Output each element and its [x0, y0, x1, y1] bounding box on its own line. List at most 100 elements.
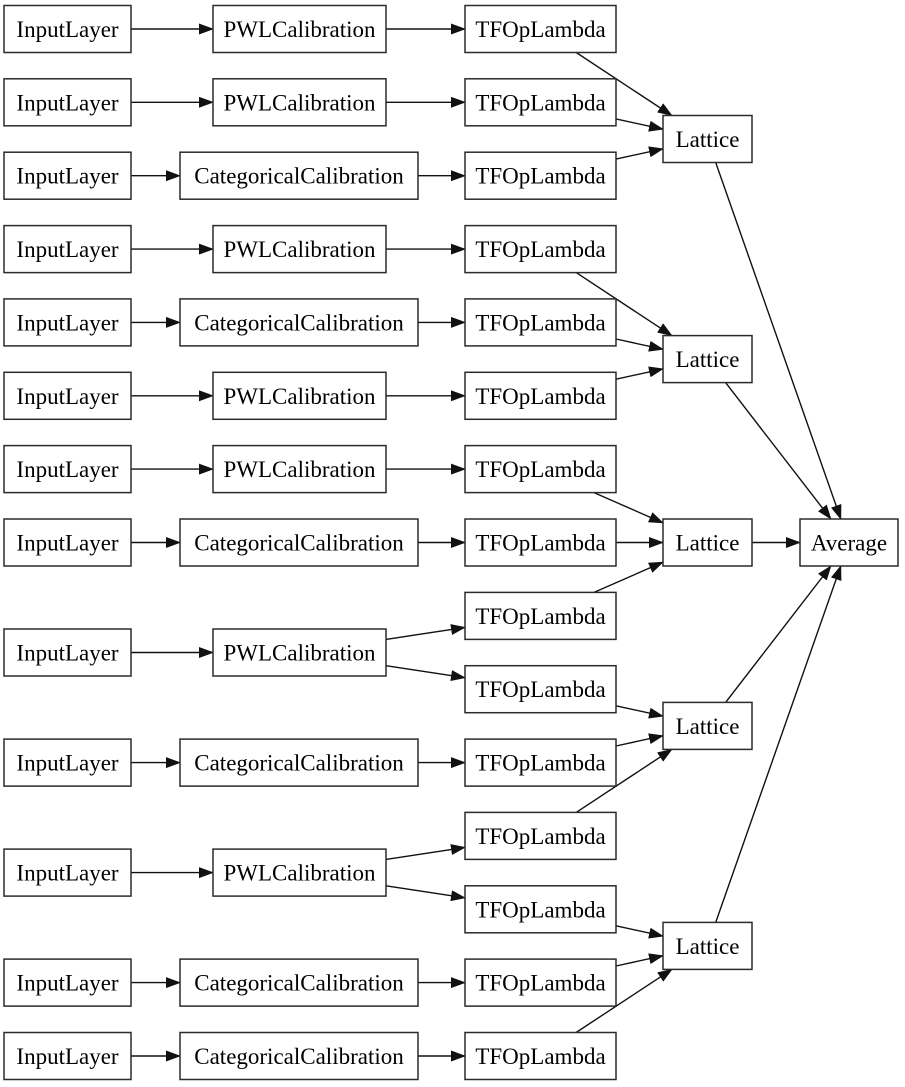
- node-in12: InputLayer: [3, 958, 132, 1007]
- node-label-in4: InputLayer: [16, 237, 119, 262]
- node-box-cal9: [212, 628, 387, 677]
- node-box-lam1: [464, 4, 617, 54]
- node-box-lam13: [464, 885, 617, 934]
- node-box-in3: [3, 151, 132, 200]
- node-box-in13: [3, 1031, 132, 1081]
- node-cal11: PWLCalibration: [212, 848, 387, 897]
- node-box-lam6: [464, 371, 617, 421]
- edge-lat4-to-avg: [725, 565, 832, 703]
- node-lam1: TFOpLambda: [464, 4, 617, 54]
- node-box-lat3: [662, 518, 753, 567]
- node-lam2: TFOpLambda: [464, 78, 617, 127]
- node-label-avg: Average: [811, 531, 887, 556]
- node-box-lam10: [464, 664, 617, 714]
- node-box-in6: [3, 371, 132, 421]
- node-label-in2: InputLayer: [16, 90, 119, 115]
- node-in8: InputLayer: [3, 518, 132, 567]
- edge-cal11-to-lam13: [385, 885, 466, 902]
- node-lam5: TFOpLambda: [464, 298, 617, 347]
- edge-lam5-to-lat2: [615, 338, 664, 352]
- node-lat4: Lattice: [662, 701, 753, 751]
- node-box-cal10: [179, 738, 419, 787]
- edge-lam4-to-lat2: [575, 272, 673, 337]
- node-in7: InputLayer: [3, 444, 132, 494]
- node-label-lam7: TFOpLambda: [475, 457, 605, 482]
- node-box-cal3: [179, 151, 419, 200]
- node-box-lam14: [464, 958, 617, 1007]
- node-box-cal5: [179, 298, 419, 347]
- node-lam12: TFOpLambda: [464, 811, 617, 861]
- node-in2: InputLayer: [3, 78, 132, 127]
- node-label-lam6: TFOpLambda: [475, 384, 605, 409]
- node-box-lat2: [662, 334, 753, 384]
- edge-lam10-to-lat4: [615, 705, 664, 719]
- edges-layer: [131, 23, 842, 1062]
- node-lat2: Lattice: [662, 334, 753, 384]
- node-cal4: PWLCalibration: [212, 224, 387, 274]
- node-box-in9: [3, 628, 132, 677]
- node-box-lam3: [464, 151, 617, 200]
- node-box-in10: [3, 738, 132, 787]
- edge-lam11-to-lat4: [615, 733, 664, 747]
- edge-lam12-to-lat4: [575, 748, 673, 813]
- node-lam3: TFOpLambda: [464, 151, 617, 200]
- node-label-lam8: TFOpLambda: [475, 531, 605, 556]
- node-label-lam12: TFOpLambda: [475, 824, 605, 849]
- node-label-cal7: PWLCalibration: [223, 457, 376, 482]
- node-label-lam9: TFOpLambda: [475, 604, 605, 629]
- node-lam4: TFOpLambda: [464, 224, 617, 274]
- edge-lam3-to-lat1: [615, 146, 664, 160]
- edge-cal9-to-lam10: [385, 665, 466, 682]
- node-lat1: Lattice: [662, 114, 753, 164]
- node-box-cal6: [212, 371, 387, 421]
- node-label-cal1: PWLCalibration: [223, 17, 376, 42]
- node-in1: InputLayer: [3, 4, 132, 54]
- node-box-cal4: [212, 224, 387, 274]
- node-cal10: CategoricalCalibration: [179, 738, 419, 787]
- edge-lam15-to-lat5: [575, 968, 673, 1034]
- node-label-in12: InputLayer: [16, 971, 119, 996]
- node-box-in5: [3, 298, 132, 347]
- node-avg: Average: [799, 518, 899, 567]
- node-label-lam1: TFOpLambda: [475, 17, 605, 42]
- node-box-in12: [3, 958, 132, 1007]
- node-box-cal7: [212, 444, 387, 494]
- node-label-cal2: PWLCalibration: [223, 90, 376, 115]
- edge-lam7-to-lat3: [593, 491, 664, 524]
- edge-cal9-to-lam9: [385, 624, 466, 641]
- node-label-cal5: CategoricalCalibration: [194, 310, 404, 335]
- node-label-lat5: Lattice: [676, 934, 740, 959]
- node-cal1: PWLCalibration: [212, 4, 387, 54]
- node-box-cal8: [179, 518, 419, 567]
- node-in4: InputLayer: [3, 224, 132, 274]
- node-label-lat1: Lattice: [676, 127, 740, 152]
- node-box-cal12: [179, 958, 419, 1007]
- node-label-cal12: CategoricalCalibration: [194, 971, 404, 996]
- node-label-lam5: TFOpLambda: [475, 310, 605, 335]
- node-label-lam13: TFOpLambda: [475, 897, 605, 922]
- node-cal8: CategoricalCalibration: [179, 518, 419, 567]
- node-cal7: PWLCalibration: [212, 444, 387, 494]
- node-label-in8: InputLayer: [16, 531, 119, 556]
- node-lam8: TFOpLambda: [464, 518, 617, 567]
- node-label-in5: InputLayer: [16, 310, 119, 335]
- node-lat5: Lattice: [662, 921, 753, 971]
- node-label-lam14: TFOpLambda: [475, 971, 605, 996]
- node-label-in7: InputLayer: [16, 457, 119, 482]
- edge-lam14-to-lat5: [615, 953, 664, 967]
- node-in10: InputLayer: [3, 738, 132, 787]
- node-box-cal11: [212, 848, 387, 897]
- node-box-in8: [3, 518, 132, 567]
- edge-lam1-to-lat1: [575, 51, 673, 117]
- node-label-cal6: PWLCalibration: [223, 384, 376, 409]
- node-lam15: TFOpLambda: [464, 1031, 617, 1081]
- node-label-lat4: Lattice: [676, 714, 740, 739]
- node-label-lam4: TFOpLambda: [475, 237, 605, 262]
- node-cal9: PWLCalibration: [212, 628, 387, 677]
- node-box-in1: [3, 4, 132, 54]
- node-label-in10: InputLayer: [16, 751, 119, 776]
- node-label-cal4: PWLCalibration: [223, 237, 376, 262]
- node-label-in1: InputLayer: [16, 17, 119, 42]
- node-box-lam15: [464, 1031, 617, 1081]
